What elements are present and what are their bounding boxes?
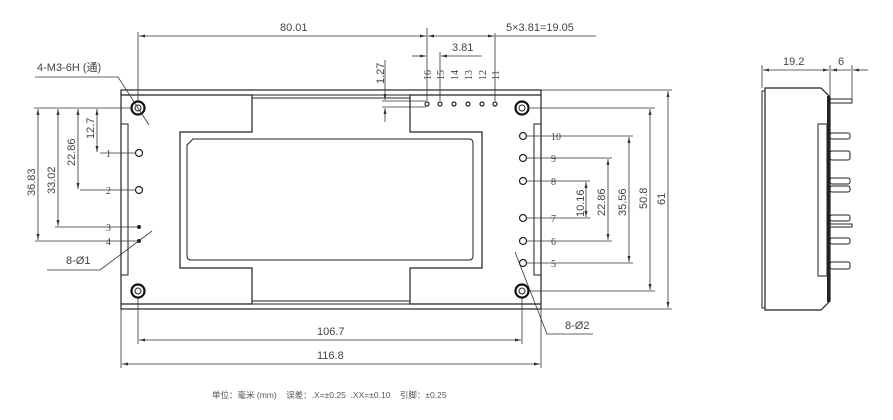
- pin-7: [518, 213, 528, 223]
- dim-pitch: 3.81: [452, 42, 473, 54]
- pin-2: [134, 185, 144, 195]
- module-outline: [120, 89, 542, 310]
- dim-61: 61: [656, 193, 668, 205]
- svg-text:15: 15: [436, 70, 447, 80]
- pin-9: [518, 153, 528, 163]
- front-view: 1 2 3 4 10 9 8 7 6 5 16 15 14 13 12 11: [35, 70, 633, 310]
- callout-large-pins: 8-Ø2: [565, 320, 589, 332]
- right-bracket: [409, 94, 541, 305]
- pin-3: [137, 225, 141, 229]
- svg-text:14: 14: [450, 70, 461, 80]
- dimensions: 80.01 5×3.81=19.05 3.81 1.27 106.7 116.8…: [26, 22, 672, 368]
- side-view: 19.2 6: [761, 56, 868, 311]
- callout-mount-holes: 4-M3-6H (通): [37, 61, 101, 74]
- side-body: [764, 87, 831, 311]
- pin-label: 2: [106, 186, 111, 197]
- pin-label: 10: [551, 132, 561, 143]
- mounting-hole-icon: [514, 283, 530, 299]
- pin-label: 4: [106, 237, 111, 248]
- pin-10: [518, 131, 528, 141]
- dim-36-83: 36.83: [26, 168, 38, 196]
- left-pin-strip: [120, 123, 129, 276]
- dim-22-86-left: 22.86: [66, 138, 78, 166]
- right-pin-strip: [533, 123, 542, 276]
- pin-label: 7: [551, 214, 556, 225]
- side-pins: [829, 98, 853, 270]
- pin-label: 6: [551, 237, 556, 248]
- dim-33-02: 33.02: [46, 166, 58, 194]
- dim-106-7: 106.7: [317, 326, 345, 338]
- svg-text:12: 12: [478, 70, 489, 80]
- dim-50-8: 50.8: [638, 188, 650, 209]
- dim-22-86-right: 22.86: [596, 188, 608, 216]
- dim-80-01: 80.01: [280, 22, 308, 34]
- mounting-hole-icon: [130, 283, 146, 299]
- pin-label: 9: [551, 154, 556, 165]
- pin-6: [518, 236, 528, 246]
- dim-side-pin: 6: [838, 56, 844, 68]
- pin-8: [518, 176, 528, 186]
- pin-label: 3: [106, 223, 111, 234]
- top-pin-labels: 16 15 14 13 12 11: [423, 70, 502, 80]
- callout-small-pins: 8-Ø1: [66, 255, 90, 267]
- dim-1-27: 1.27: [375, 63, 387, 84]
- dim-12-7: 12.7: [85, 118, 97, 139]
- tolerance-note: 单位：毫米 (mm) 误差：.X=±0.25 .XX=±0.10 引脚：±0.2…: [212, 390, 447, 400]
- svg-text:13: 13: [464, 70, 475, 80]
- pin-1: [134, 148, 144, 158]
- svg-text:11: 11: [491, 70, 502, 80]
- side-pin-strip: [817, 123, 828, 277]
- dim-side-depth: 19.2: [783, 56, 804, 68]
- pin-label: 5: [551, 259, 556, 270]
- mounting-hole-icon: [130, 100, 146, 116]
- dim-116-8: 116.8: [317, 350, 344, 362]
- top-pins: [424, 101, 498, 107]
- dim-35-56: 35.56: [617, 188, 629, 216]
- pin-label: 8: [551, 177, 556, 188]
- dim-pitch-total: 5×3.81=19.05: [506, 22, 574, 34]
- label-area: [186, 138, 474, 261]
- dim-10-16: 10.16: [575, 189, 587, 217]
- pin-label: 1: [106, 149, 111, 160]
- mounting-hole-icon: [514, 100, 530, 116]
- left-bracket: [121, 94, 253, 305]
- svg-text:16: 16: [423, 70, 434, 80]
